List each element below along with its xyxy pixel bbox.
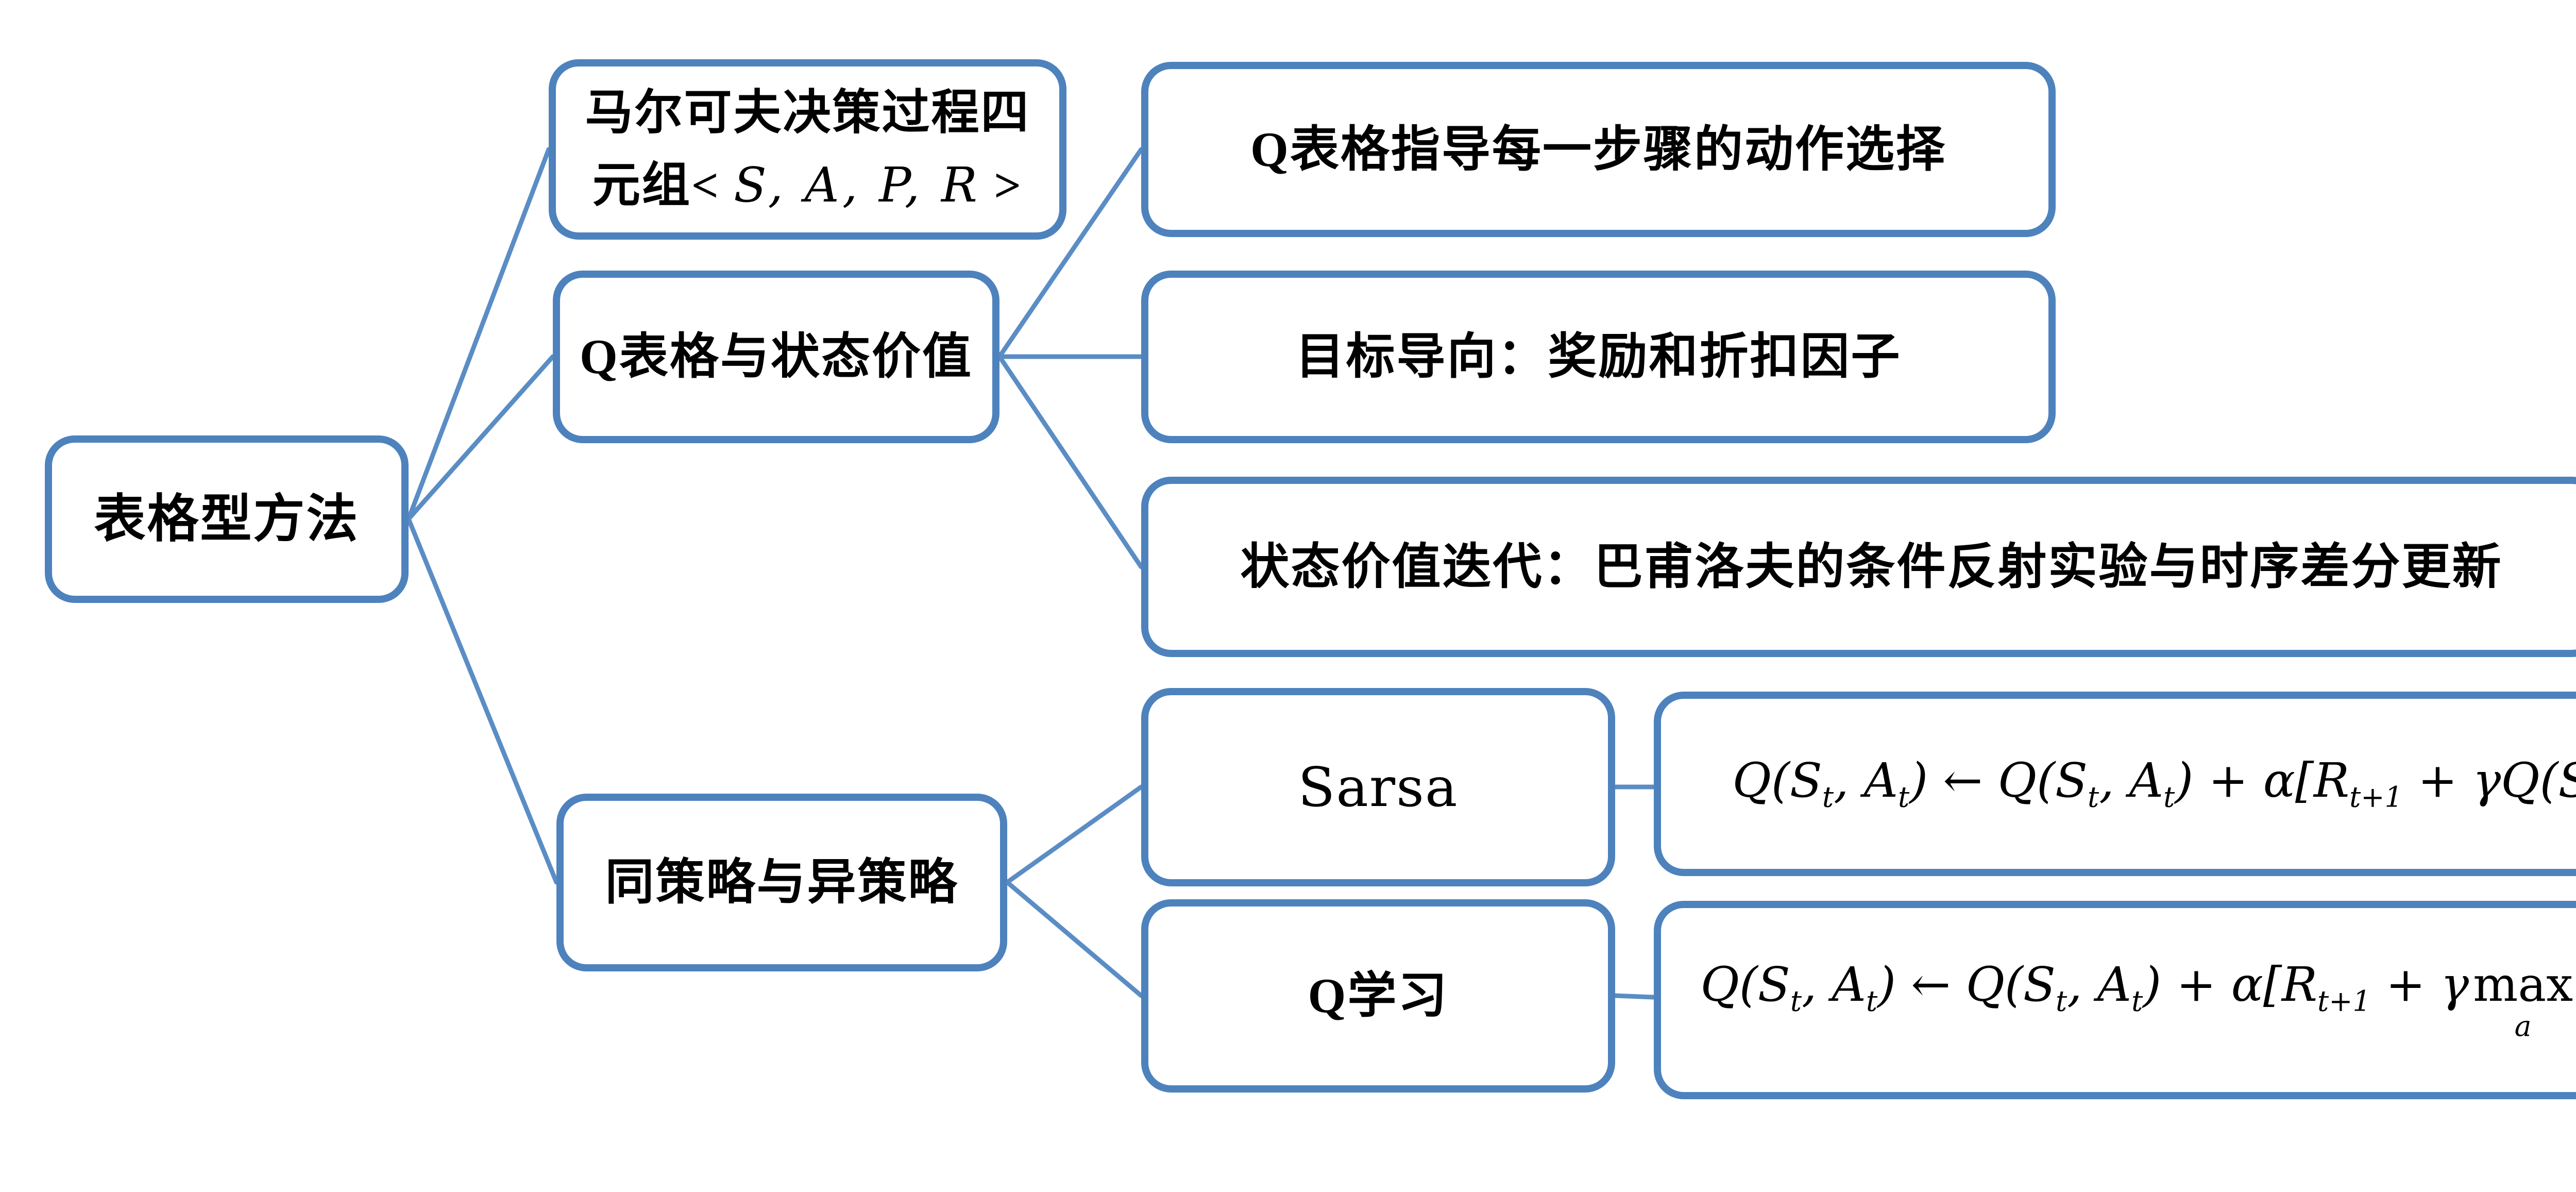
connector-policy-sarsa (1005, 784, 1144, 885)
connector-root-policy (406, 516, 559, 885)
node-onpolicy-offpolicy[interactable]: 同策略与异策略 (556, 794, 1007, 971)
mdp-line2-suffix: > (980, 159, 1023, 212)
node-mdp-tuple[interactable]: 马尔可夫决策过程四 元组< S, A, P, R > (549, 59, 1066, 240)
node-sarsa-formula[interactable]: Q(St, At) ← Q(St, At) + α[Rt+1 + γQ(St+1… (1654, 692, 2576, 876)
node-state-value-iteration-label: 状态价值迭代：巴甫洛夫的条件反射实验与时序差分更新 (1240, 539, 2503, 594)
node-qlearning-label: Q学习 (1308, 968, 1449, 1023)
node-qlearning[interactable]: Q学习 (1141, 899, 1615, 1093)
mdp-line2-prefix: 元组< (592, 159, 734, 212)
mdp-line1: 马尔可夫决策过程四 (585, 87, 1030, 140)
node-sarsa-label: Sarsa (1298, 756, 1459, 819)
connector-policy-qlearning (1005, 880, 1144, 998)
connector-root-mdp (406, 147, 551, 522)
node-mdp-tuple-label: 马尔可夫决策过程四 元组< S, A, P, R > (585, 77, 1030, 222)
connector-qtable-child1 (997, 147, 1144, 359)
node-state-value-iteration[interactable]: 状态价值迭代：巴甫洛夫的条件反射实验与时序差分更新 (1141, 477, 2576, 657)
node-goal-oriented-label: 目标导向：奖励和折扣因子 (1295, 329, 1902, 384)
node-qtable-statevalue-label: Q表格与状态价值 (580, 329, 973, 384)
connector-root-qtable (406, 354, 555, 522)
sarsa-formula: Q(St, At) ← Q(St, At) + α[Rt+1 + γQ(St+1… (1732, 752, 2576, 814)
mdp-tuple-math: S, A, P, R (734, 157, 980, 213)
connector-qlearning-formula (1613, 993, 1656, 1000)
node-qtable-action-selection-label: Q表格指导每一步骤的动作选择 (1250, 122, 1946, 177)
connector-qtable-child3 (997, 354, 1144, 569)
node-sarsa[interactable]: Sarsa (1141, 688, 1615, 886)
node-root-label: 表格型方法 (94, 490, 360, 548)
node-goal-oriented[interactable]: 目标导向：奖励和折扣因子 (1141, 271, 2056, 443)
node-qtable-statevalue[interactable]: Q表格与状态价值 (553, 271, 999, 443)
node-root[interactable]: 表格型方法 (45, 435, 409, 603)
node-qtable-action-selection[interactable]: Q表格指导每一步骤的动作选择 (1141, 62, 2056, 237)
node-onpolicy-offpolicy-label: 同策略与异策略 (605, 855, 959, 910)
